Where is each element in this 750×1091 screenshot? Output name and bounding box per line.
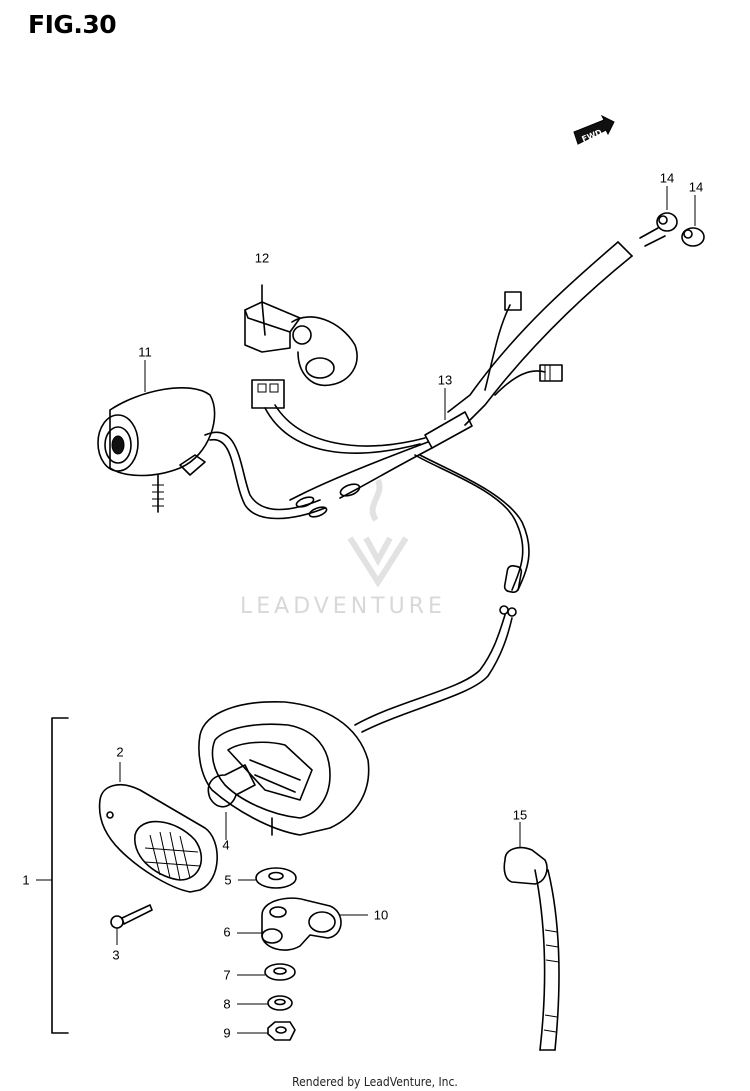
callout-14-left: 14 bbox=[659, 170, 675, 186]
part-8-lockwasher bbox=[237, 995, 293, 1011]
callout-10: 10 bbox=[373, 907, 389, 923]
callout-4: 4 bbox=[222, 837, 230, 853]
part-5-washer bbox=[238, 867, 297, 889]
part-4-bulb bbox=[207, 764, 256, 840]
part-3-screw bbox=[110, 904, 153, 945]
footer-credit: Rendered by LeadVenture, Inc. bbox=[292, 1075, 458, 1089]
figure-title: FIG.30 bbox=[28, 10, 117, 39]
callout-3: 3 bbox=[112, 947, 120, 963]
callout-8: 8 bbox=[223, 996, 231, 1012]
main-wire-harness bbox=[251, 227, 666, 501]
callout-2: 2 bbox=[116, 744, 124, 760]
watermark-text: LEADVENTURE bbox=[240, 594, 446, 619]
watermark-logo bbox=[347, 478, 409, 588]
part-9-nut bbox=[237, 1021, 296, 1041]
callout-9: 9 bbox=[223, 1025, 231, 1041]
part-14-caps bbox=[656, 186, 705, 247]
part-2-lens bbox=[98, 762, 218, 893]
taillight-housing bbox=[198, 700, 370, 836]
part-6-bracket bbox=[237, 897, 368, 951]
group-1-bracket bbox=[36, 717, 69, 1034]
callout-5: 5 bbox=[224, 872, 232, 888]
callout-1: 1 bbox=[22, 872, 30, 888]
fwd-arrow: FWD bbox=[573, 114, 615, 145]
part-12-switch bbox=[244, 284, 358, 387]
taillight-lead bbox=[354, 454, 530, 733]
callout-15: 15 bbox=[512, 807, 528, 823]
part-7-washer bbox=[237, 963, 296, 981]
callout-6: 6 bbox=[223, 924, 231, 940]
callout-13: 13 bbox=[437, 372, 453, 388]
callout-11: 11 bbox=[138, 344, 152, 360]
leader-lines bbox=[144, 360, 446, 420]
callout-7: 7 bbox=[223, 967, 231, 983]
callout-12: 12 bbox=[254, 250, 270, 266]
callout-14-right: 14 bbox=[688, 179, 704, 195]
part-15-cable-tie bbox=[503, 822, 560, 1051]
part-11-lamp bbox=[97, 387, 328, 520]
